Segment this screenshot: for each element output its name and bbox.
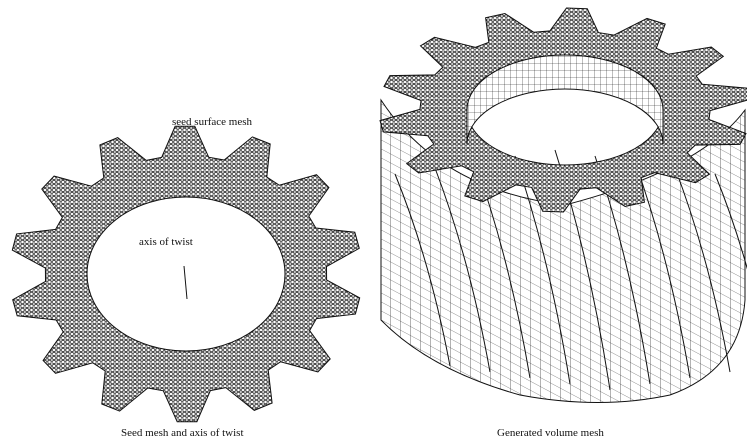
- volume-mesh-body: [380, 98, 746, 403]
- caption-right: Generated volume mesh: [497, 427, 604, 439]
- helical-tooth-edge: [634, 161, 691, 379]
- twist-axis-line: [183, 265, 188, 300]
- helical-tooth-edge: [714, 173, 747, 270]
- helical-tooth-edge: [674, 167, 731, 373]
- volume-mesh-inner-bore: [466, 54, 664, 145]
- helical-tooth-edge: [394, 173, 451, 367]
- seed-gear-ring: [11, 125, 361, 423]
- seed-surface-mesh-label: seed surface mesh: [172, 116, 253, 128]
- volume-mesh: [379, 7, 747, 403]
- helical-tooth-edge: [434, 167, 491, 373]
- seed-surface-mesh: [11, 125, 361, 423]
- axis-of-twist-label: axis of twist: [139, 236, 193, 248]
- caption-left: Seed mesh and axis of twist: [121, 427, 244, 439]
